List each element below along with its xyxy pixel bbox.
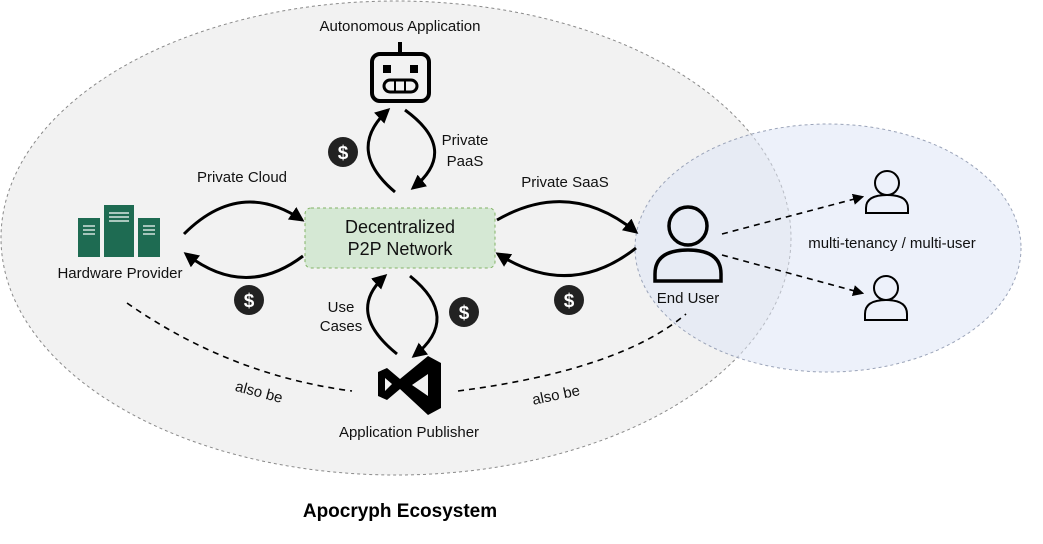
arrow-enduser-to-network bbox=[495, 246, 637, 278]
arrow-network-to-enduser bbox=[496, 200, 639, 234]
private-saas-label: Private SaaS bbox=[521, 174, 609, 191]
diagram-title: Apocryph Ecosystem bbox=[303, 501, 497, 522]
user-icon bbox=[653, 205, 723, 283]
hardware-provider-label: Hardware Provider bbox=[57, 265, 182, 282]
arrow-publisher-to-network bbox=[366, 273, 398, 356]
dollar-coin-icon: $ bbox=[234, 285, 264, 315]
tenant-user-icon bbox=[864, 275, 908, 321]
end-user-region bbox=[634, 123, 1022, 373]
arrow-network-to-publisher bbox=[409, 274, 439, 358]
svg-text:$: $ bbox=[244, 291, 255, 312]
dollar-coin-icon: $ bbox=[554, 285, 584, 315]
use-cases-label-line2: Cases bbox=[320, 318, 363, 335]
application-publisher-label: Application Publisher bbox=[339, 424, 479, 441]
private-paas-label-line1: Private bbox=[442, 132, 489, 149]
multi-tenancy-label: multi-tenancy / multi-user bbox=[808, 235, 976, 252]
arrow-network-to-autonomous bbox=[366, 107, 396, 194]
dollar-coin-icon: $ bbox=[328, 137, 358, 167]
network-label-line2: P2P Network bbox=[348, 239, 454, 259]
also-be-curve-right bbox=[457, 313, 687, 392]
tenant-arrow-bottom bbox=[721, 254, 865, 297]
arrow-autonomous-to-network bbox=[404, 108, 437, 190]
autonomous-application-label: Autonomous Application bbox=[320, 18, 481, 35]
private-cloud-label: Private Cloud bbox=[197, 169, 287, 186]
arrow-hardware-to-network bbox=[182, 200, 305, 236]
svg-text:$: $ bbox=[338, 143, 349, 164]
robot-icon bbox=[370, 42, 431, 103]
svg-text:$: $ bbox=[564, 291, 575, 312]
dollar-coin-icon: $ bbox=[449, 297, 479, 327]
server-rack-icon bbox=[78, 205, 160, 257]
use-cases-label-line1: Use bbox=[328, 299, 355, 316]
arrow-network-to-hardware bbox=[183, 252, 304, 279]
visual-studio-icon bbox=[378, 356, 441, 415]
also-be-curve-left bbox=[126, 302, 353, 392]
svg-text:$: $ bbox=[459, 303, 470, 324]
tenant-user-icon bbox=[865, 170, 909, 214]
private-paas-label-line2: PaaS bbox=[447, 153, 484, 170]
end-user-label: End User bbox=[657, 290, 720, 307]
tenant-arrow-top bbox=[721, 193, 865, 235]
p2p-network-box bbox=[304, 207, 496, 269]
network-label-line1: Decentralized bbox=[345, 217, 455, 237]
